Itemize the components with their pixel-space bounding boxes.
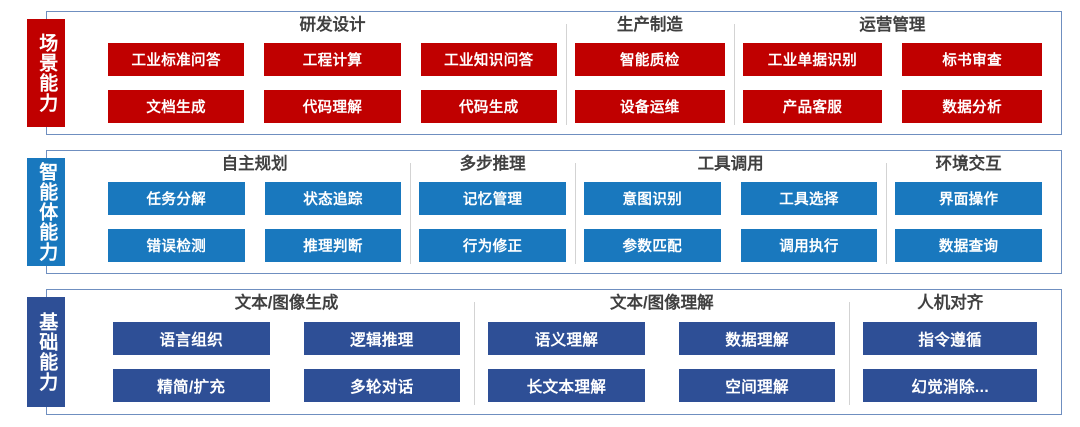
capability-cell[interactable]: 数据分析 [902, 89, 1043, 123]
group-human-machine-alignment: 人机对齐 指令遵循 幻觉消除... [849, 290, 1051, 414]
capability-cell[interactable]: 记忆管理 [419, 182, 566, 216]
tier-agent-capability: 自主规划 任务分解 状态追踪 错误检测 推理判断 多步推理 记忆管理 [46, 150, 1062, 274]
capability-cell[interactable]: 代码生成 [420, 89, 557, 123]
capability-row: 文档生成 代码理解 代码生成 [108, 89, 557, 123]
tier-scene-groups: 研发设计 工业标准问答 工程计算 工业知识问答 文档生成 代码理解 代码生成 生… [99, 12, 1051, 134]
group-title: 生产制造 [616, 16, 683, 34]
group-title: 文本/图像生成 [234, 294, 339, 312]
capability-row: 语义理解 数据理解 [488, 322, 836, 355]
capability-cell[interactable]: 状态追踪 [264, 182, 402, 216]
capability-cell[interactable]: 幻觉消除... [863, 369, 1037, 402]
capability-cell[interactable]: 语义理解 [488, 322, 645, 355]
capability-row: 长文本理解 空间理解 [488, 369, 836, 402]
group-operation-management: 运营管理 工业单据识别 标书审查 产品客服 数据分析 [733, 12, 1051, 134]
capability-cell[interactable]: 工业知识问答 [420, 43, 557, 77]
capability-cell[interactable]: 产品客服 [742, 89, 883, 123]
group-rows: 智能质检 设备运维 [575, 38, 725, 134]
group-autonomous-planning: 自主规划 任务分解 状态追踪 错误检测 推理判断 [99, 151, 410, 273]
capability-row: 任务分解 状态追踪 [108, 182, 402, 216]
tier-scene-capability: 研发设计 工业标准问答 工程计算 工业知识问答 文档生成 代码理解 代码生成 生… [46, 11, 1062, 135]
capability-cell[interactable]: 数据理解 [678, 322, 836, 355]
capability-cell[interactable]: 工具选择 [740, 182, 878, 216]
group-rows: 语义理解 数据理解 长文本理解 空间理解 [488, 316, 836, 414]
group-rows: 工业单据识别 标书审查 产品客服 数据分析 [742, 38, 1043, 134]
capability-cell[interactable]: 多轮对话 [303, 369, 461, 402]
capability-cell[interactable]: 参数匹配 [584, 228, 721, 262]
capability-cell[interactable]: 界面操作 [895, 182, 1042, 216]
capability-cell[interactable]: 空间理解 [678, 369, 836, 402]
capability-row: 记忆管理 [419, 182, 566, 216]
capability-row: 界面操作 [895, 182, 1042, 216]
capability-row: 设备运维 [575, 89, 725, 123]
capability-row: 产品客服 数据分析 [742, 89, 1043, 123]
capability-cell[interactable]: 文档生成 [108, 89, 245, 123]
group-title: 运营管理 [859, 16, 926, 34]
capability-cell[interactable]: 长文本理解 [488, 369, 645, 402]
capability-row: 指令遵循 [863, 322, 1037, 355]
capability-row: 意图识别 工具选择 [584, 182, 878, 216]
capability-cell[interactable]: 行为修正 [419, 228, 566, 262]
capability-cell[interactable]: 工业标准问答 [108, 43, 245, 77]
group-title: 多步推理 [459, 155, 526, 173]
group-text-image-generation: 文本/图像生成 语言组织 逻辑推理 精简/扩充 多轮对话 [99, 290, 474, 414]
capability-cell[interactable]: 任务分解 [108, 182, 245, 216]
group-title: 研发设计 [299, 16, 366, 34]
capability-row: 数据查询 [895, 228, 1042, 262]
capability-cell[interactable]: 智能质检 [575, 43, 725, 77]
capability-cell[interactable]: 错误检测 [108, 228, 245, 262]
group-title: 工具调用 [697, 155, 764, 173]
capability-cell[interactable]: 数据查询 [895, 228, 1042, 262]
group-environment-interaction: 环境交互 界面操作 数据查询 [886, 151, 1051, 273]
capability-row: 精简/扩充 多轮对话 [113, 369, 461, 402]
capability-row: 工业单据识别 标书审查 [742, 43, 1043, 77]
group-rd-design: 研发设计 工业标准问答 工程计算 工业知识问答 文档生成 代码理解 代码生成 [99, 12, 566, 134]
capability-row: 幻觉消除... [863, 369, 1037, 402]
tier-foundation-capability: 文本/图像生成 语言组织 逻辑推理 精简/扩充 多轮对话 文本/图像理解 [46, 289, 1062, 415]
capability-cell[interactable]: 代码理解 [264, 89, 401, 123]
capability-cell[interactable]: 工业单据识别 [742, 43, 883, 77]
group-production-manufacturing: 生产制造 智能质检 设备运维 [566, 12, 734, 134]
group-rows: 语言组织 逻辑推理 精简/扩充 多轮对话 [113, 316, 461, 414]
group-multistep-reasoning: 多步推理 记忆管理 行为修正 [410, 151, 575, 273]
tier-label-foundation-capability: 基础能力 [27, 297, 65, 407]
group-rows: 界面操作 数据查询 [895, 177, 1042, 273]
group-title: 自主规划 [221, 155, 288, 173]
capability-cell[interactable]: 标书审查 [902, 43, 1043, 77]
capability-cell[interactable]: 意图识别 [584, 182, 721, 216]
group-rows: 指令遵循 幻觉消除... [863, 316, 1037, 414]
group-rows: 工业标准问答 工程计算 工业知识问答 文档生成 代码理解 代码生成 [108, 38, 557, 134]
capability-cell[interactable]: 精简/扩充 [113, 369, 270, 402]
group-title: 文本/图像理解 [610, 294, 714, 312]
group-title: 人机对齐 [917, 294, 984, 312]
group-title: 环境交互 [935, 155, 1002, 173]
capability-cell[interactable]: 工程计算 [264, 43, 401, 77]
tier-label-scene-capability: 场景能力 [27, 19, 65, 127]
group-rows: 任务分解 状态追踪 错误检测 推理判断 [108, 177, 402, 273]
capability-row: 语言组织 逻辑推理 [113, 322, 461, 355]
group-rows: 意图识别 工具选择 参数匹配 调用执行 [584, 177, 878, 273]
capability-cell[interactable]: 语言组织 [113, 322, 270, 355]
capability-cell[interactable]: 设备运维 [575, 89, 725, 123]
capability-cell[interactable]: 逻辑推理 [303, 322, 461, 355]
capability-cell[interactable]: 推理判断 [264, 228, 402, 262]
tier-label-agent-capability: 智能体能力 [27, 158, 65, 266]
tier-foundation-groups: 文本/图像生成 语言组织 逻辑推理 精简/扩充 多轮对话 文本/图像理解 [99, 290, 1051, 414]
capability-row: 错误检测 推理判断 [108, 228, 402, 262]
group-text-image-understanding: 文本/图像理解 语义理解 数据理解 长文本理解 空间理解 [474, 290, 849, 414]
capability-row: 工业标准问答 工程计算 工业知识问答 [108, 43, 557, 77]
group-rows: 记忆管理 行为修正 [419, 177, 566, 273]
capability-row: 行为修正 [419, 228, 566, 262]
capability-cell[interactable]: 指令遵循 [863, 322, 1037, 355]
capability-cell[interactable]: 调用执行 [740, 228, 878, 262]
tier-agent-groups: 自主规划 任务分解 状态追踪 错误检测 推理判断 多步推理 记忆管理 [99, 151, 1051, 273]
capability-row: 智能质检 [575, 43, 725, 77]
group-tool-invocation: 工具调用 意图识别 工具选择 参数匹配 调用执行 [575, 151, 886, 273]
capability-row: 参数匹配 调用执行 [584, 228, 878, 262]
